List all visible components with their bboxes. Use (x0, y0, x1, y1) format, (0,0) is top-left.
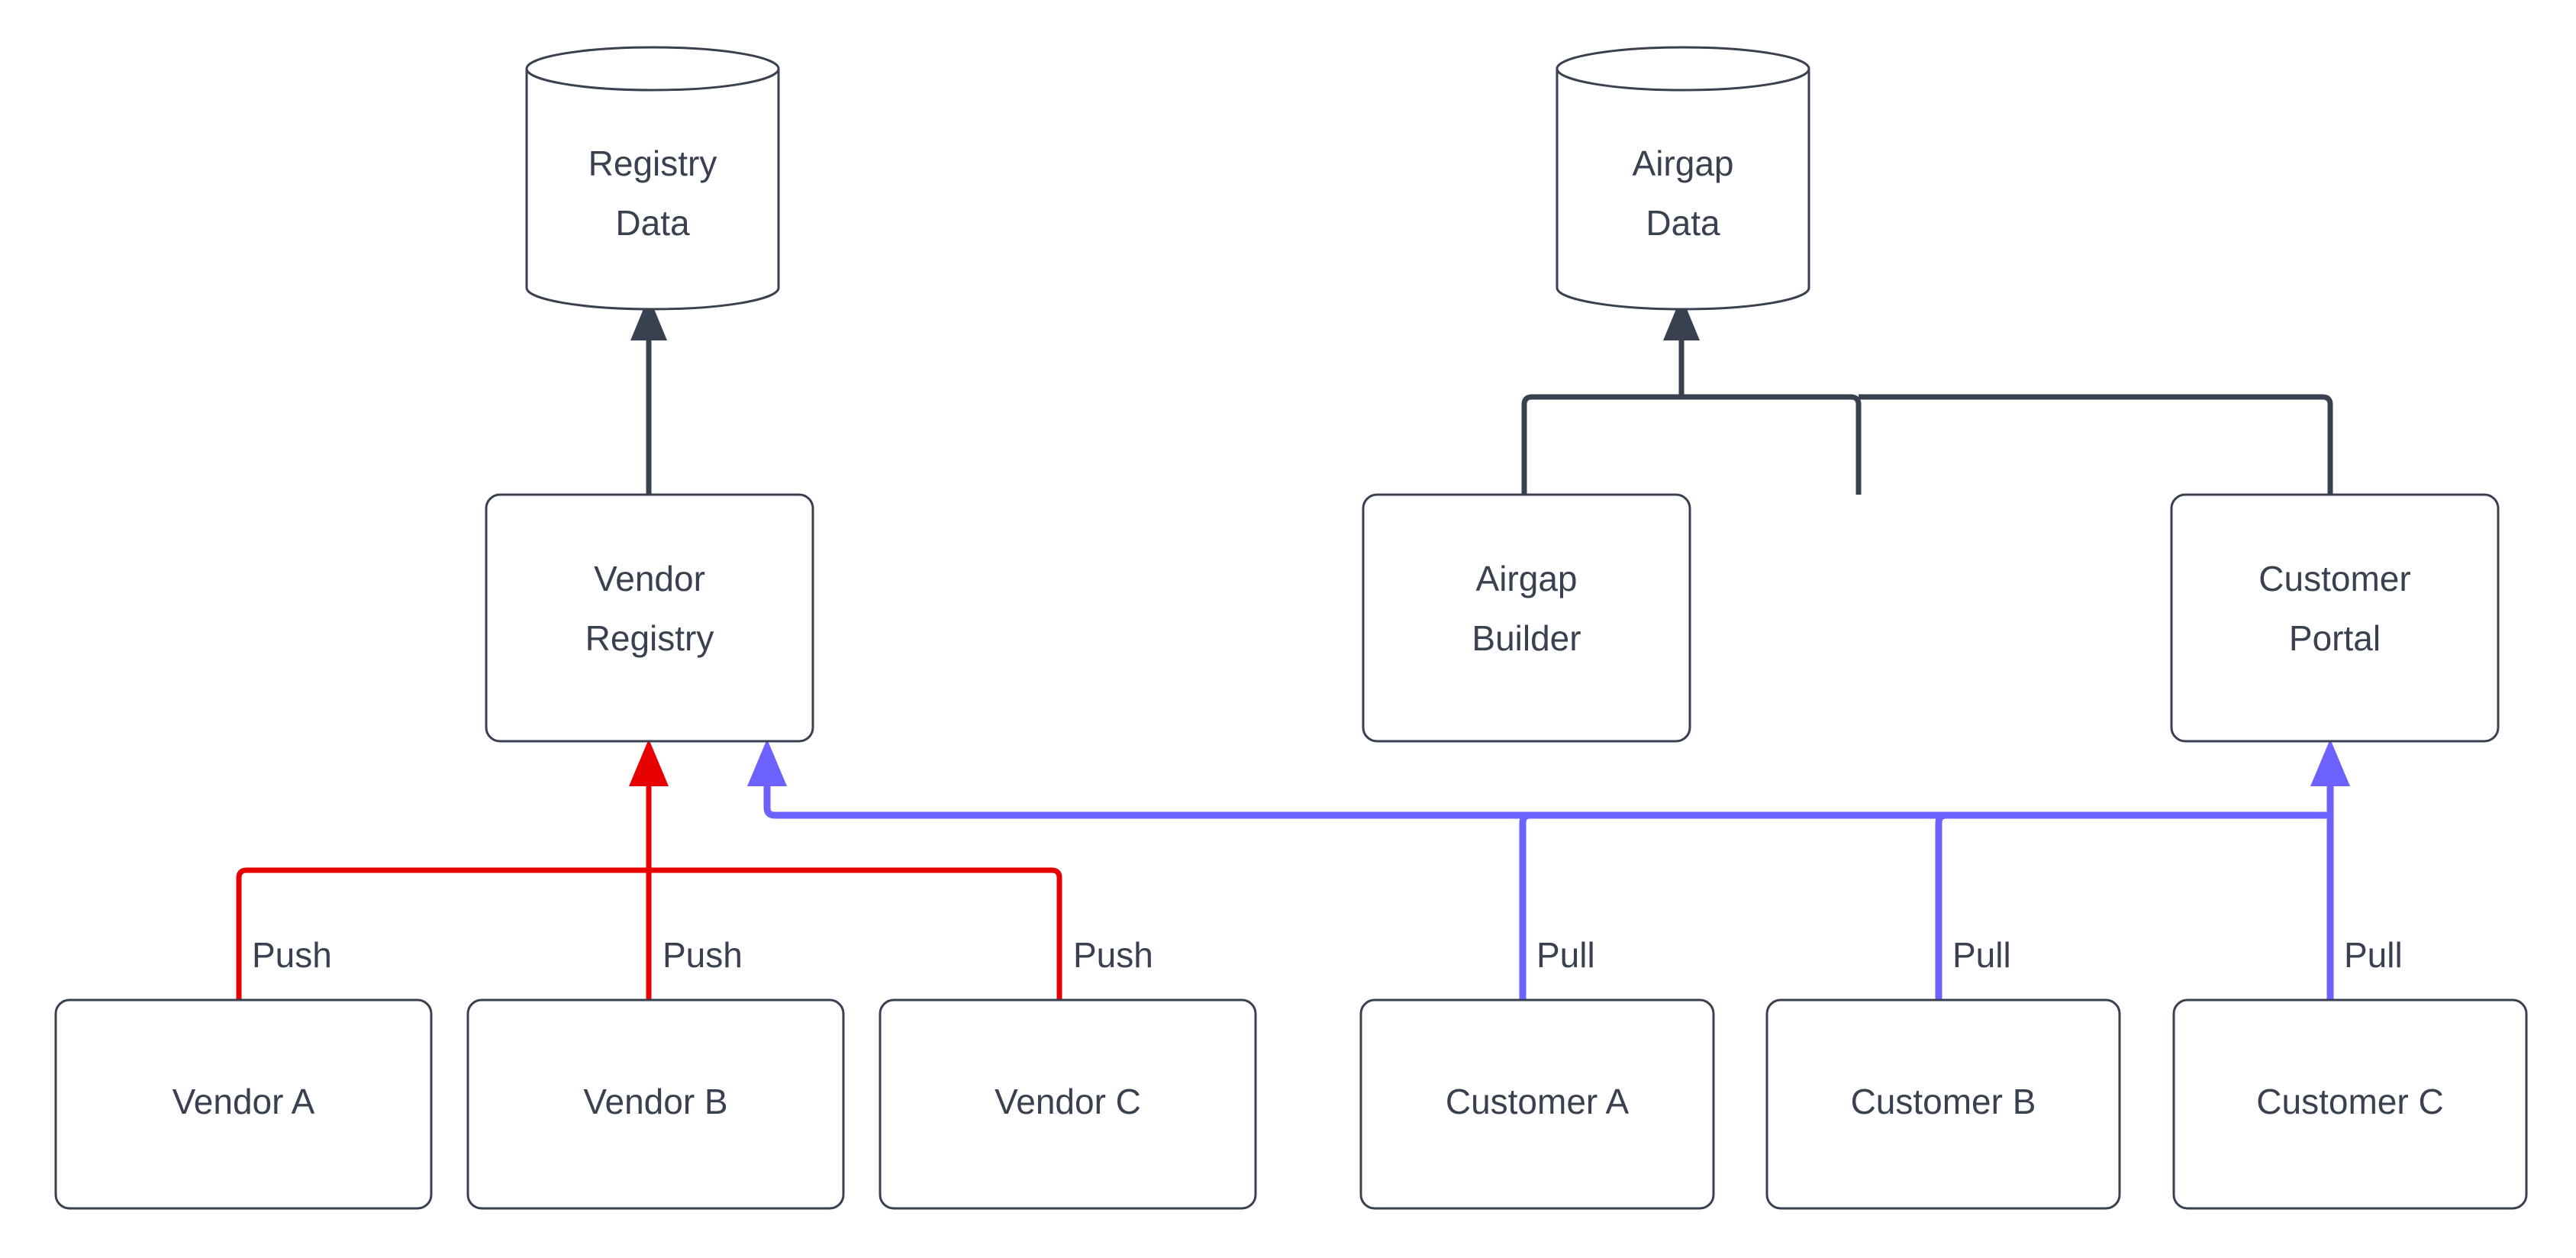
datastore-registry-data-line1: Registry (588, 144, 717, 183)
edge-airgap-builder-to-airgap-data (1521, 296, 1862, 495)
edge-label-pull-customer-c: Pull (2344, 935, 2403, 975)
edge-label-push-vendor-b: Push (663, 935, 743, 975)
edge-label-pull-customer-a: Pull (1536, 935, 1595, 975)
edge-customer-portal-to-airgap-data (1859, 394, 2333, 495)
actor-customer-a-label: Customer A (1446, 1082, 1630, 1121)
edge-pull-bus (747, 739, 2350, 1000)
datastore-airgap-data[interactable]: Airgap Data (1556, 46, 1810, 311)
actor-customer-c-label: Customer C (2256, 1082, 2443, 1121)
actor-customer-a[interactable]: Customer A (1359, 998, 1715, 1210)
edge-label-push-vendor-c: Push (1073, 935, 1153, 975)
service-customer-portal[interactable]: Customer Portal (2170, 493, 2500, 743)
service-customer-portal-line1: Customer (2258, 559, 2410, 598)
edge-label-push-vendor-a: Push (252, 935, 332, 975)
datastore-registry-data-line2: Data (615, 203, 690, 243)
datastore-airgap-data-line2: Data (1646, 203, 1720, 243)
service-vendor-registry[interactable]: Vendor Registry (485, 493, 814, 743)
actor-vendor-a[interactable]: Vendor A (54, 998, 433, 1210)
datastore-airgap-data-line1: Airgap (1633, 144, 1734, 183)
actor-vendor-b[interactable]: Vendor B (466, 998, 845, 1210)
service-airgap-builder-line1: Airgap (1476, 559, 1578, 598)
edge-push-bus (236, 739, 1062, 1000)
actor-vendor-c-label: Vendor C (995, 1082, 1141, 1121)
service-vendor-registry-line2: Registry (585, 618, 714, 658)
actor-customer-b-label: Customer B (1851, 1082, 2036, 1121)
actor-vendor-c[interactable]: Vendor C (879, 998, 1257, 1210)
service-customer-portal-line2: Portal (2289, 618, 2381, 658)
edge-vendor-registry-to-registry-data (630, 296, 667, 495)
service-airgap-builder[interactable]: Airgap Builder (1362, 493, 1691, 743)
actor-vendor-b-label: Vendor B (583, 1082, 727, 1121)
datastore-registry-data[interactable]: Registry Data (525, 46, 780, 311)
actor-customer-c[interactable]: Customer C (2172, 998, 2528, 1210)
service-airgap-builder-line2: Builder (1472, 618, 1581, 658)
service-vendor-registry-line1: Vendor (594, 559, 705, 598)
edge-label-pull-customer-b: Pull (1952, 935, 2011, 975)
actor-customer-b[interactable]: Customer B (1765, 998, 2121, 1210)
actor-vendor-a-label: Vendor A (172, 1082, 315, 1121)
